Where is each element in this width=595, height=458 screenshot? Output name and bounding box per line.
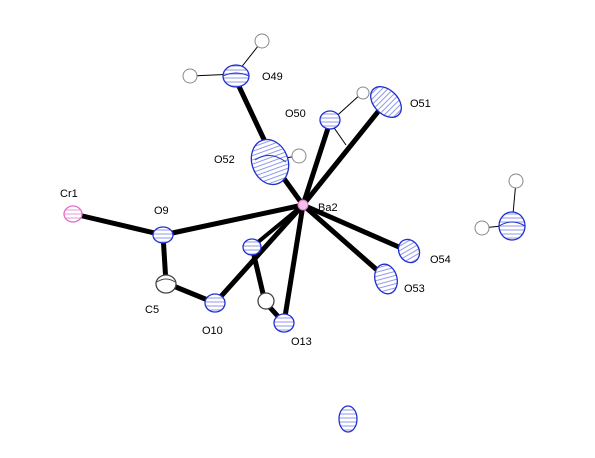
atom-h-o52: [291, 148, 307, 164]
label-c5: C5: [145, 304, 159, 316]
label-o9: O9: [154, 205, 169, 217]
atom-labels: O49 O50 O51 O52 Ba2 Cr1 O9 C5 O10 O13 O5…: [60, 71, 451, 348]
bond-ba2-o13: [281, 202, 306, 326]
bond-ba2-o9: [160, 202, 306, 238]
atom-o50: [319, 110, 341, 130]
atom-cr1: [63, 205, 83, 223]
atom-h-o49a: [254, 33, 270, 49]
atom-o-upper: [242, 238, 262, 256]
bond-ba2-o54: [300, 202, 411, 254]
label-o13: O13: [291, 336, 312, 348]
label-o53: O53: [404, 283, 425, 295]
atom-o-isolated: [338, 405, 358, 433]
atom-c5: [155, 274, 177, 294]
bond-o52-o49: [233, 77, 271, 151]
bond-oupper-c: [249, 244, 268, 305]
atom-h-o50: [356, 86, 370, 100]
atom-o-water-right: [498, 211, 526, 241]
bond-ba2-o10: [212, 202, 306, 306]
atom-o51: [370, 86, 402, 118]
atom-ba2: [297, 199, 309, 211]
atom-o52: [250, 138, 290, 186]
atom-o10: [204, 293, 226, 313]
label-ba2: Ba2: [318, 202, 338, 214]
label-o51: O51: [410, 98, 431, 110]
bond-ba2-o50: [300, 119, 333, 208]
bond-ba2-o51: [300, 100, 388, 208]
label-o10: O10: [202, 325, 223, 337]
label-o50: O50: [285, 108, 306, 120]
atom-o53: [374, 263, 398, 295]
atom-h-water-a: [508, 173, 524, 189]
bond-ba2-o53: [300, 202, 388, 280]
atom-c-small: [257, 292, 275, 310]
atom-o9: [152, 226, 174, 244]
atom-o13: [273, 313, 295, 333]
label-o49: O49: [262, 71, 283, 83]
atom-h-o49b: [182, 68, 198, 84]
atom-o54: [397, 238, 421, 264]
bonds: [71, 77, 411, 326]
label-o54: O54: [430, 254, 451, 266]
bond-ba2-o-upper: [250, 203, 305, 249]
atom-o49: [222, 64, 250, 88]
bond-cr1-o9: [71, 211, 166, 238]
label-o52: O52: [214, 154, 235, 166]
atom-h-water-b: [474, 220, 490, 236]
label-cr1: Cr1: [60, 188, 78, 200]
